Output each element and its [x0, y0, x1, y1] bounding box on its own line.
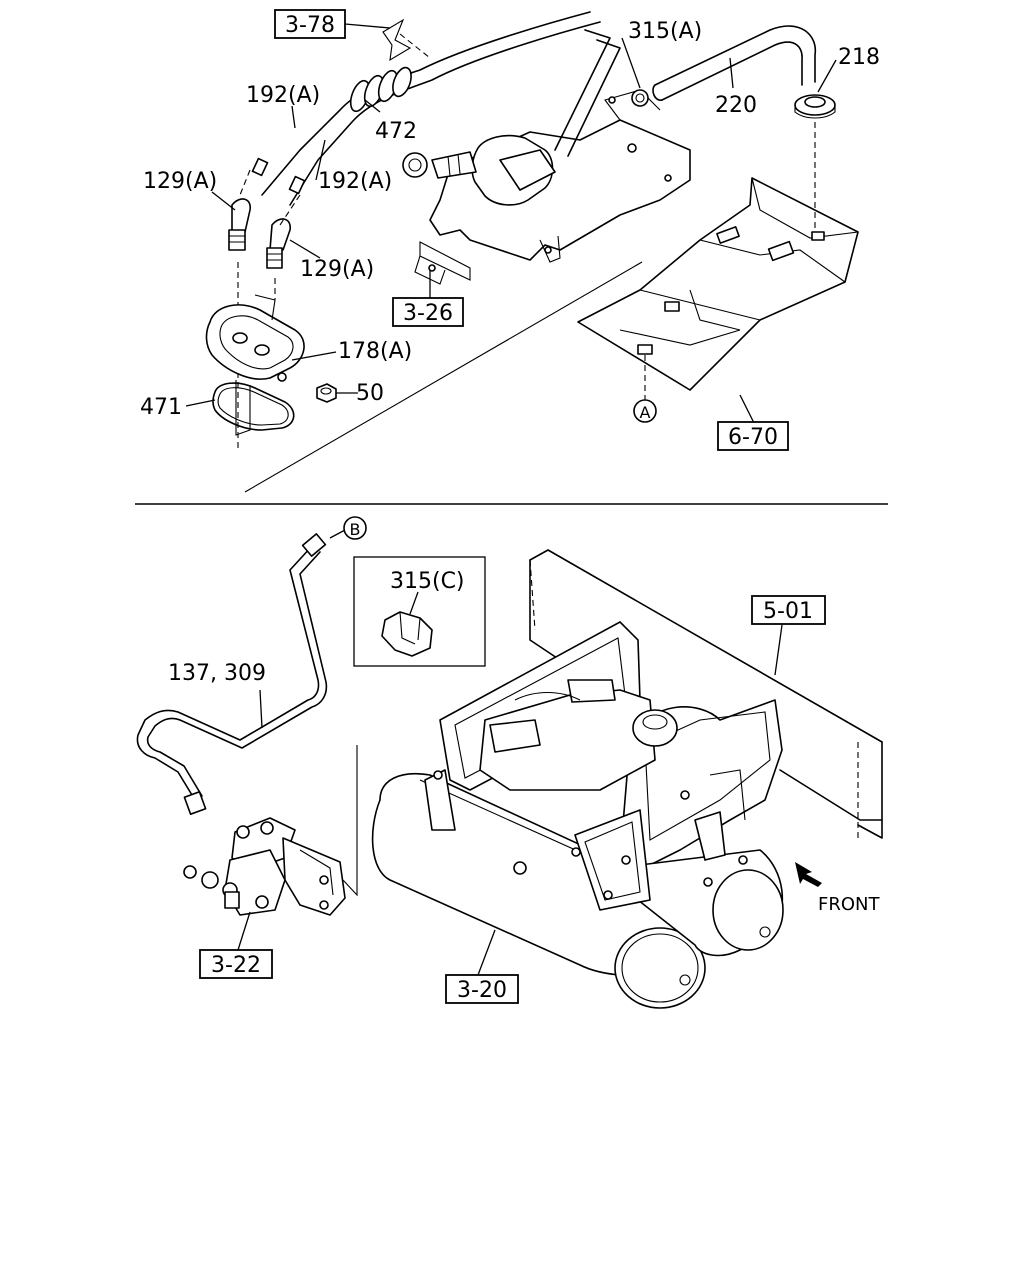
- grommet-218: [794, 94, 836, 119]
- label-192a-top: 192(A): [246, 83, 320, 108]
- break-symbol: [382, 18, 412, 62]
- label-192a-mid: 192(A): [318, 169, 392, 194]
- label-220: 220: [715, 93, 757, 118]
- label-129a-right: 129(A): [300, 257, 374, 282]
- ref-3-26[interactable]: 3-26: [392, 297, 464, 327]
- upper-assembly: [185, 11, 859, 493]
- ref-6-70-label: 6-70: [728, 425, 778, 450]
- valve-3-22: [183, 817, 346, 916]
- nut-50: [316, 383, 337, 403]
- label-129a-left: 129(A): [143, 169, 217, 194]
- gasket-471: [212, 382, 295, 431]
- marker-b: B: [343, 516, 367, 540]
- lower-assembly: B: [136, 516, 883, 1009]
- ref-5-01-label: 5-01: [763, 599, 813, 624]
- ref-3-20[interactable]: 3-20: [445, 974, 519, 1004]
- elbow-fitting-right: [266, 218, 291, 269]
- label-471: 471: [140, 395, 182, 420]
- ref-3-78[interactable]: 3-78: [274, 9, 346, 39]
- marker-a-label: A: [640, 403, 651, 422]
- floor-panel: [577, 177, 859, 391]
- ref-3-20-label: 3-20: [457, 978, 507, 1003]
- label-178a: 178(A): [338, 339, 412, 364]
- label-315c: 315(C): [390, 569, 465, 594]
- ref-3-22-label: 3-22: [211, 953, 261, 978]
- ref-3-26-label: 3-26: [403, 301, 453, 326]
- label-315a: 315(A): [628, 19, 702, 44]
- ref-3-22[interactable]: 3-22: [199, 949, 273, 979]
- ref-3-78-label: 3-78: [285, 13, 335, 38]
- label-137-309: 137, 309: [168, 661, 266, 686]
- marker-a: A: [633, 399, 657, 423]
- front-label: FRONT: [818, 894, 880, 915]
- clamp-315a: [631, 89, 649, 107]
- inset-315c: [353, 556, 486, 667]
- frame-rail: [529, 549, 883, 839]
- label-472: 472: [375, 119, 417, 144]
- reference-outline: [244, 261, 643, 493]
- pipe-137-309: [136, 533, 328, 815]
- compressor-frame: [371, 621, 784, 1009]
- marker-b-label: B: [350, 520, 361, 539]
- ref-5-01[interactable]: 5-01: [751, 595, 826, 625]
- front-arrow-icon: [795, 862, 822, 887]
- valve-bracket-assembly: [402, 89, 691, 285]
- label-218: 218: [838, 45, 880, 70]
- hose-220: [652, 25, 817, 101]
- plate-178: [205, 304, 305, 382]
- hose-192: [251, 11, 621, 206]
- label-50: 50: [356, 381, 384, 406]
- ref-6-70[interactable]: 6-70: [717, 421, 789, 451]
- elbow-fitting-left: [228, 198, 251, 251]
